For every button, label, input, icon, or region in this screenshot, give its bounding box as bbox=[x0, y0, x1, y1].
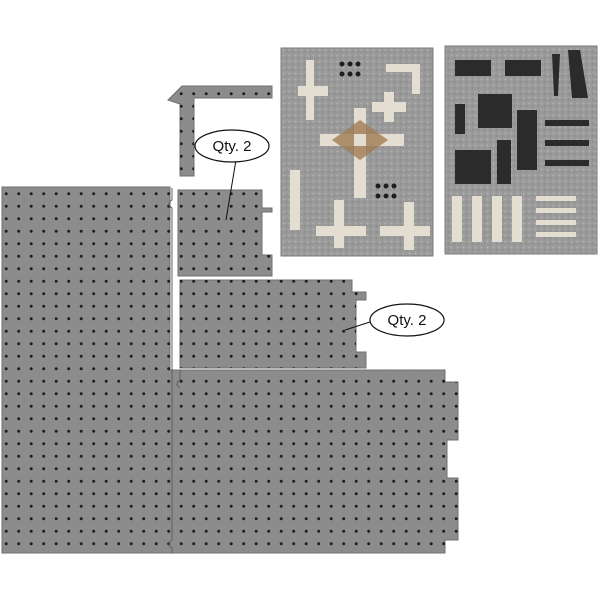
upper-plate bbox=[177, 189, 273, 277]
qty-label-upper: Qty. 2 bbox=[213, 138, 252, 155]
middle-plate bbox=[179, 279, 367, 369]
l-bracket-plate bbox=[167, 85, 273, 177]
component-tray-left bbox=[280, 47, 434, 257]
qty-callout-upper: Qty. 2 bbox=[194, 129, 270, 221]
callout-bubble-upper bbox=[194, 129, 270, 163]
qty-callout-middle: Qty. 2 bbox=[344, 303, 445, 337]
large-plate bbox=[1, 186, 459, 554]
callout-bubble-middle bbox=[369, 303, 445, 337]
component-tray-right bbox=[444, 45, 598, 255]
qty-label-middle: Qty. 2 bbox=[388, 312, 427, 329]
